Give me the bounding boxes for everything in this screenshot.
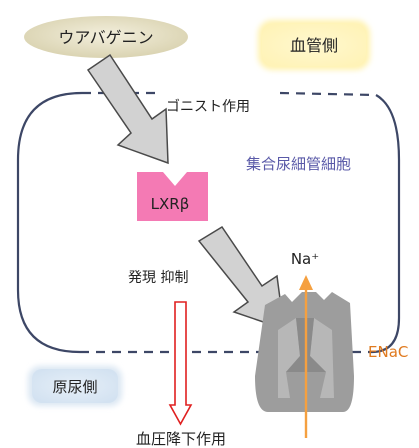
ouabagenin-node: ウアバゲニン [24,16,188,58]
agonist-label: ゴニスト作用 [166,98,250,115]
sodium-arrow [299,275,313,438]
urine-side-label: 原尿側 [28,366,122,406]
effect-label: 血圧降下作用 [136,430,226,448]
suppression-label: 発現 抑制 [128,270,188,286]
lxr-text: LXRβ [151,195,190,213]
ouabagenin-text: ウアバゲニン [58,28,153,47]
lxr-receptor: LXRβ [137,172,208,221]
sodium-label: Na⁺ [291,250,319,268]
blood-pressure-arrow [168,301,193,426]
enac-channel [255,292,354,412]
enac-label: ENaC [368,343,408,361]
urine-side-text: 原尿側 [52,378,97,396]
blood-side-text: 血管側 [290,36,338,55]
agonist-arrow [86,53,169,165]
cell-label: 集合尿細管細胞 [246,155,351,173]
blood-side-label: 血管側 [258,20,370,70]
